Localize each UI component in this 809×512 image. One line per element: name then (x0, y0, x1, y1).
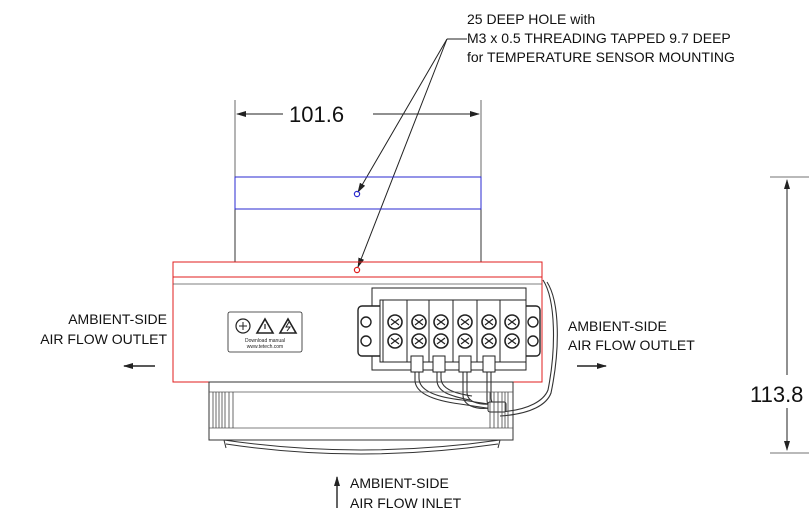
fan-fins-right (489, 392, 509, 428)
callout-line-2: M3 x 0.5 THREADING TAPPED 9.7 DEEP (467, 30, 731, 46)
height-value: 113.8 (750, 382, 803, 407)
airflow-right: AMBIENT-SIDE AIR FLOW OUTLET (568, 318, 695, 369)
airflow-bottom-line-1: AMBIENT-SIDE (350, 475, 449, 491)
airflow-left-line-2: AIR FLOW OUTLET (40, 331, 167, 347)
terminal-screw-slot (484, 318, 494, 326)
wire-connector-1 (410, 355, 424, 373)
width-value: 101.6 (289, 102, 344, 127)
mount-screw-right-bottom (527, 335, 539, 347)
airflow-right-line-2: AIR FLOW OUTLET (568, 337, 695, 353)
callout-leader-lower (357, 38, 448, 268)
airflow-left-line-1: AMBIENT-SIDE (68, 311, 167, 327)
terminal-screw-slot (460, 337, 470, 345)
airflow-right-line-1: AMBIENT-SIDE (568, 318, 667, 334)
terminal-screw-slot (507, 318, 517, 326)
lower-sensor-hole (353, 266, 361, 274)
airflow-left: AMBIENT-SIDE AIR FLOW OUTLET (40, 311, 167, 369)
wire-outer-1 (499, 279, 555, 413)
fan-foot-right (497, 439, 501, 449)
wire-4 (440, 360, 473, 397)
wire-5 (462, 360, 491, 409)
terminal-screw-slot (390, 318, 400, 326)
upper-plate (234, 176, 482, 262)
callout-leader-upper (357, 38, 448, 193)
terminal-screws (382, 300, 520, 362)
terminal-screw-slot (484, 337, 494, 345)
terminal-screw-slot (436, 337, 446, 345)
wire-connector-2 (432, 355, 446, 373)
callout-note: 25 DEEP HOLE with M3 x 0.5 THREADING TAP… (357, 11, 735, 268)
airflow-bottom: AMBIENT-SIDE AIR FLOW INLET (334, 475, 462, 511)
fan-foot-left (223, 439, 227, 449)
terminal-screw-slot (414, 337, 424, 345)
terminal-screw-slot (390, 337, 400, 345)
product-label-line-1: Download manual (245, 338, 285, 344)
product-label-line-2: www.tetech.com (247, 344, 283, 350)
fan-shroud (208, 381, 514, 455)
fan-fins-left (212, 392, 234, 428)
terminal-block (357, 287, 541, 371)
upper-plate-outline (234, 176, 482, 210)
wire-connector-3 (458, 355, 472, 373)
callout-line-3: for TEMPERATURE SENSOR MOUNTING (467, 49, 735, 65)
fan-guard-curve-1 (223, 439, 501, 451)
airflow-bottom-line-2: AIR FLOW INLET (350, 495, 462, 511)
fan-shroud-outline (208, 381, 514, 441)
electric-hazard-icon-mark (285, 321, 291, 332)
wire-2 (418, 360, 503, 407)
cable-tie (487, 401, 507, 413)
callout-line-1: 25 DEEP HOLE with (467, 11, 595, 27)
terminal-screw-slot (507, 337, 517, 345)
mount-screw-right-top (527, 316, 539, 328)
mount-screw-left-bottom (360, 335, 372, 347)
electric-hazard-icon (278, 317, 298, 334)
terminal-screw-slot (436, 318, 446, 326)
height-dimension: 113.8 (750, 176, 809, 454)
fan-guard-curve-2 (225, 443, 499, 455)
wire-connector-4 (482, 355, 496, 373)
terminal-screw-slot (414, 318, 424, 326)
mount-screw-left-top (360, 316, 372, 328)
wire-1 (414, 360, 501, 411)
terminal-screw-slot (460, 318, 470, 326)
product-label: Download manual www.tetech.com (227, 311, 303, 353)
wire-connectors (410, 355, 507, 413)
upper-sensor-hole (353, 190, 361, 198)
width-dimension: 101.6 (234, 100, 482, 177)
manual-icon-mark (239, 322, 247, 330)
wire-outer-2 (499, 281, 558, 417)
